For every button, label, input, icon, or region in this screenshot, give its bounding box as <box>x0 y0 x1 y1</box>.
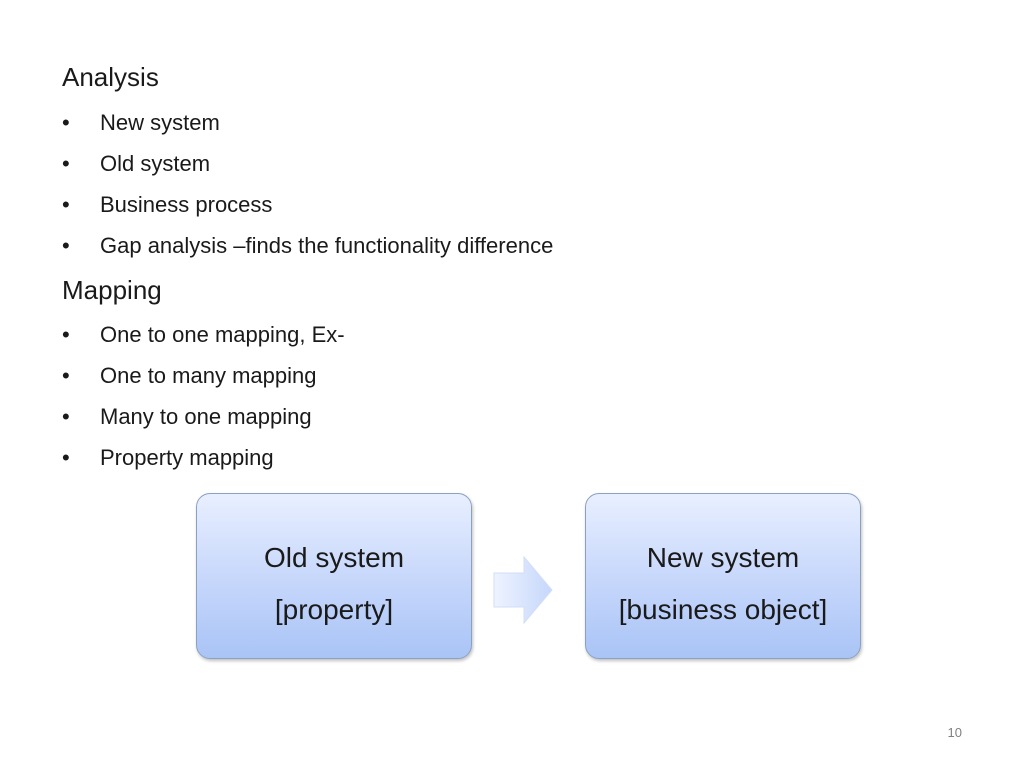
mapping-item-label: Property mapping <box>100 445 274 470</box>
mapping-item-one-to-one: • One to one mapping, Ex- <box>62 322 345 363</box>
mapping-item-property: • Property mapping <box>62 445 345 486</box>
mapping-item-label: One to one mapping, Ex- <box>100 322 345 347</box>
bullet-icon: • <box>62 192 70 217</box>
old-system-subtitle: [property] <box>274 594 394 625</box>
bullet-icon: • <box>62 363 70 388</box>
page-number: 10 <box>947 725 962 740</box>
old-system-box: Old system [property] <box>196 493 472 659</box>
analysis-item-label: Business process <box>100 192 273 217</box>
analysis-item-gap-analysis: • Gap analysis –finds the functionality … <box>62 233 553 274</box>
bullet-icon: • <box>62 404 70 429</box>
new-system-subtitle: [business object] <box>618 594 828 625</box>
bullet-icon: • <box>62 110 70 135</box>
mapping-item-one-to-many: • One to many mapping <box>62 363 345 404</box>
bullet-icon: • <box>62 151 70 176</box>
analysis-list: • New system • Old system • Business pro… <box>62 110 553 274</box>
bullet-icon: • <box>62 233 70 258</box>
analysis-item-label: Old system <box>100 151 211 176</box>
new-system-box: New system [business object] <box>585 493 861 659</box>
mapping-heading: Mapping <box>62 275 162 305</box>
mapping-list: • One to one mapping, Ex- • One to many … <box>62 322 345 486</box>
analysis-item-business-process: • Business process <box>62 192 553 233</box>
mapping-item-many-to-one: • Many to one mapping <box>62 404 345 445</box>
old-system-title: Old system <box>263 542 405 573</box>
bullet-icon: • <box>62 445 70 470</box>
new-system-title: New system <box>646 542 800 573</box>
analysis-item-new-system: • New system <box>62 110 553 151</box>
bullet-icon: • <box>62 322 70 347</box>
right-arrow-icon <box>493 555 553 625</box>
mapping-item-label: One to many mapping <box>100 363 317 388</box>
analysis-item-label: New system <box>100 110 220 135</box>
analysis-item-label: Gap analysis –finds the functionality di… <box>100 233 554 258</box>
analysis-heading: Analysis <box>62 62 159 92</box>
analysis-item-old-system: • Old system <box>62 151 553 192</box>
mapping-item-label: Many to one mapping <box>100 404 312 429</box>
